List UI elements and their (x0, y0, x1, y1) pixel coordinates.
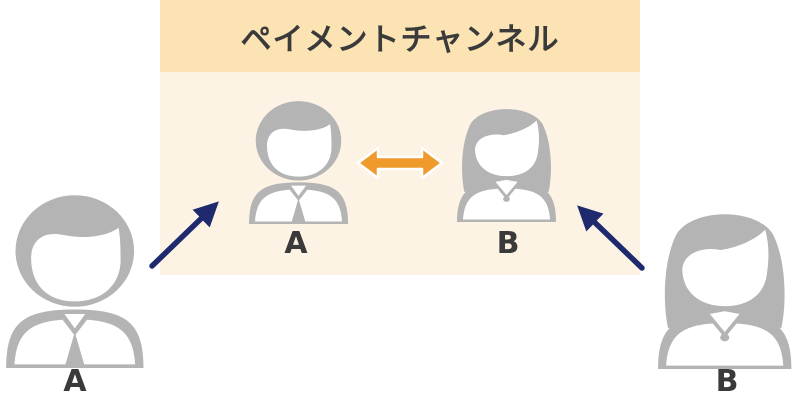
outer-person-b-label: B (715, 364, 739, 399)
channel-title: ペイメントチャンネル (240, 21, 560, 58)
outer-person-a-icon (6, 195, 144, 368)
inner-person-a-label: A (284, 226, 308, 261)
inner-person-b-icon (455, 107, 558, 224)
payment-channel-panel: ペイメントチャンネル (160, 0, 640, 275)
outer-person-b-icon (658, 214, 791, 369)
inner-person-a-icon (249, 101, 348, 225)
channel-double-arrow (356, 146, 444, 180)
outer-person-a-label: A (63, 364, 87, 399)
connector-arrow-a (149, 201, 219, 269)
channel-header: ペイメントチャンネル (160, 0, 640, 72)
connector-arrow-b (577, 205, 645, 271)
inner-person-b-label: B (496, 226, 520, 261)
